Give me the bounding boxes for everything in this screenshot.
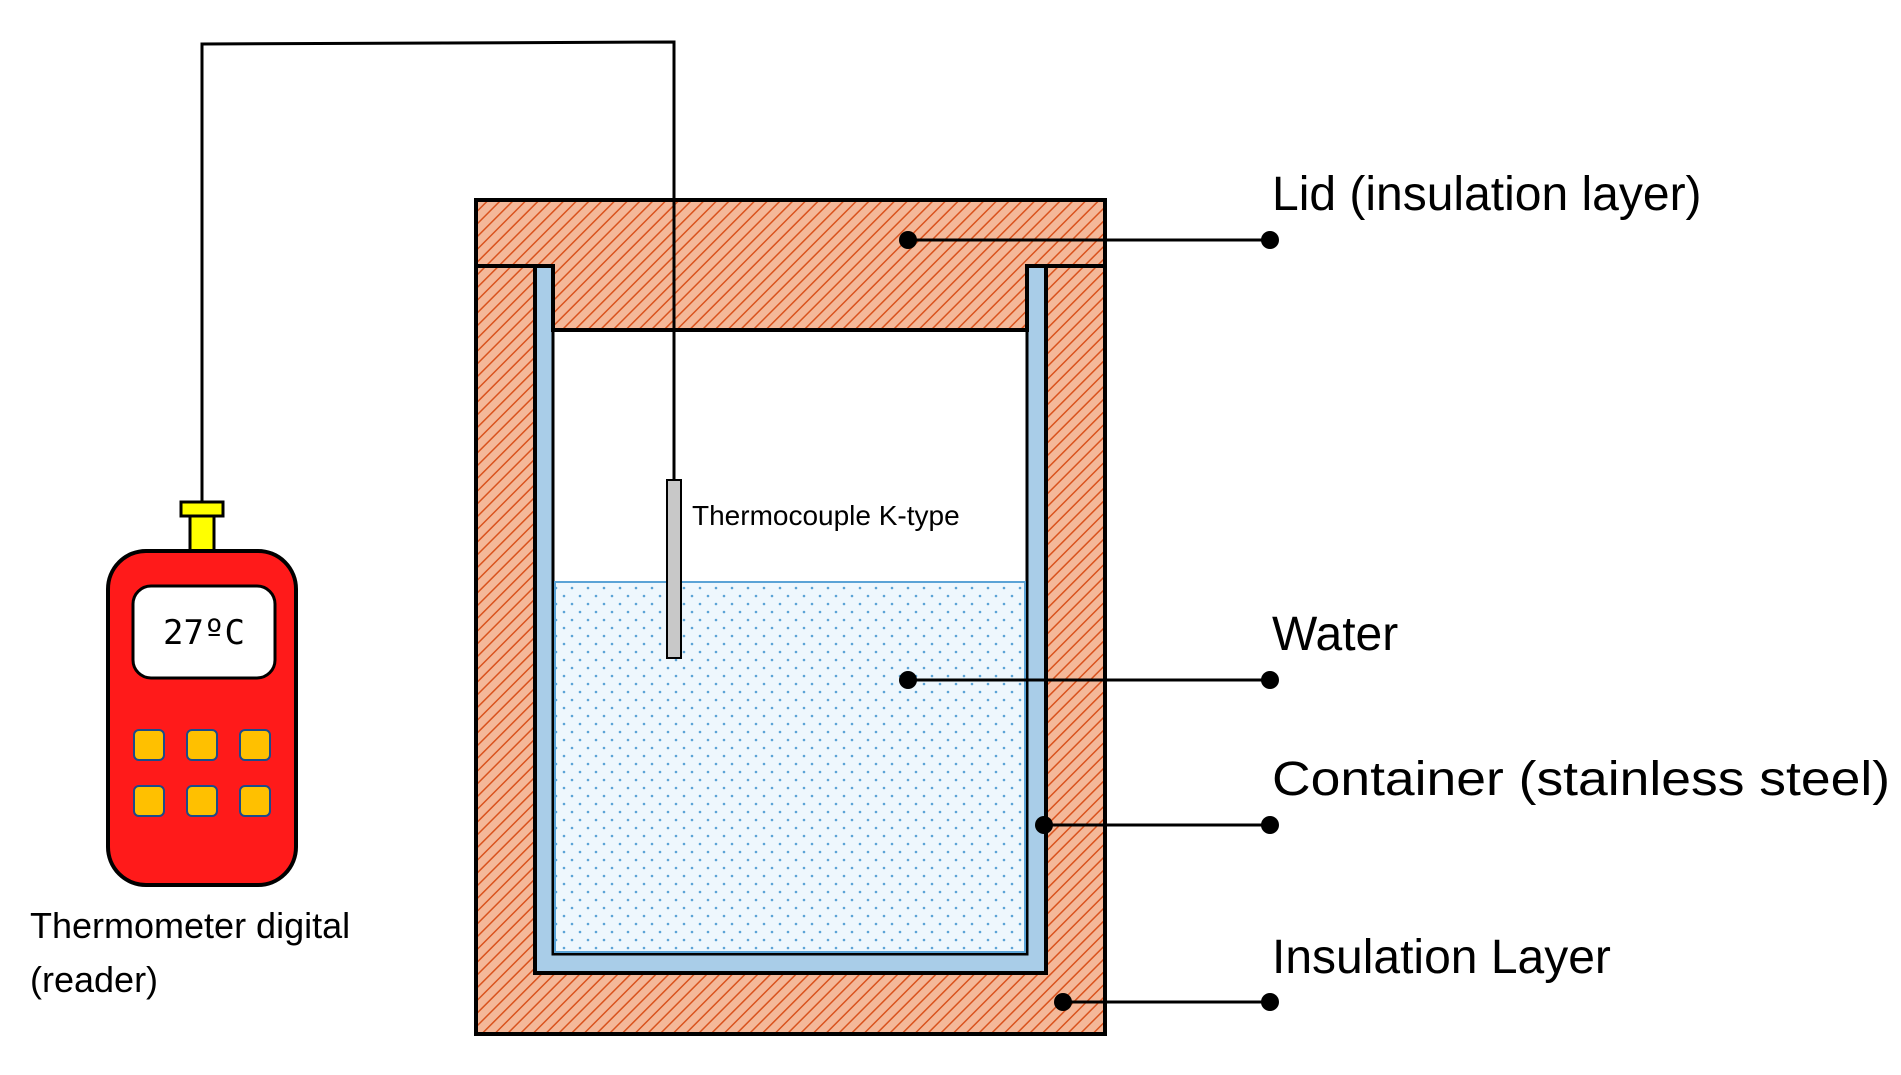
- thermometer-button: [133, 729, 165, 761]
- thermometer-button: [186, 729, 218, 761]
- leader-water: [899, 671, 1279, 689]
- label-water: Water: [1272, 608, 1398, 661]
- water-body: [554, 581, 1026, 953]
- thermocouple-cable: [200, 40, 676, 506]
- thermometer-display: [131, 584, 277, 680]
- leader-container: [1035, 816, 1279, 834]
- thermometer-reading: 27ºC: [163, 613, 245, 653]
- label-thermometer-line1: Thermometer digital: [30, 905, 350, 946]
- leader-lid: [899, 231, 1279, 249]
- label-thermocouple: Thermocouple K-type: [692, 500, 960, 531]
- thermometer-button: [186, 785, 218, 817]
- thermometer-connector-top: [179, 500, 225, 518]
- label-container: Container (stainless steel): [1272, 753, 1890, 806]
- label-lid: Lid (insulation layer): [1272, 168, 1702, 221]
- thermocouple-probe: [666, 479, 682, 659]
- thermometer-button: [239, 729, 271, 761]
- thermometer-button: [133, 785, 165, 817]
- leader-insulation: [1054, 993, 1279, 1011]
- label-thermometer-line2: (reader): [30, 959, 158, 1000]
- thermometer-button: [239, 785, 271, 817]
- label-insulation: Insulation Layer: [1272, 931, 1611, 984]
- thermometer-button-grid: [133, 729, 271, 817]
- lid: [474, 198, 1107, 332]
